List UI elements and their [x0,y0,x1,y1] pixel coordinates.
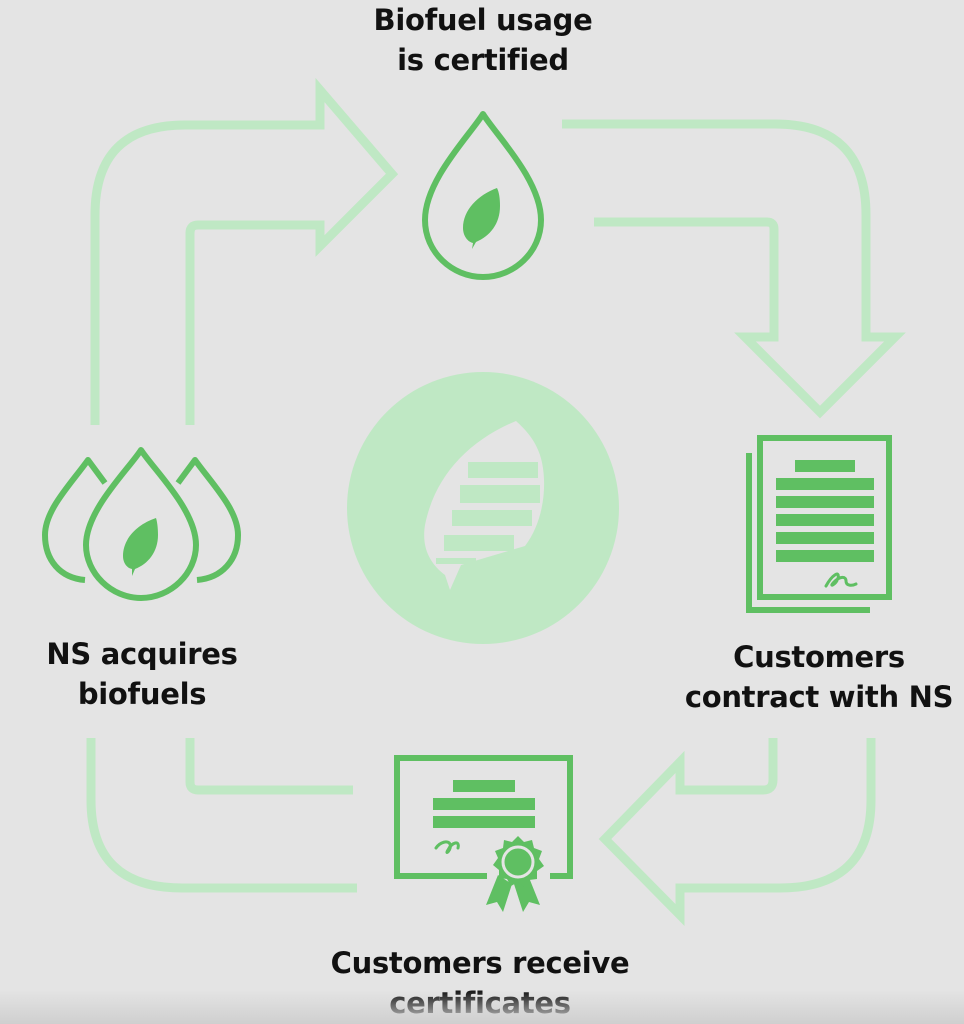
step-label-line: Customers [733,640,905,674]
certificate-ribbon-icon [394,755,573,912]
step-label-line: contract with NS [684,680,954,714]
step-label-line: is certified [397,43,569,77]
connector-bottom-left [86,738,357,893]
leaf-logo-icon [347,372,619,644]
three-drops-leaf-icon [42,447,241,601]
contract-document-icon [746,435,892,613]
step-label-certified: Biofuel usage is certified [330,0,636,80]
step-label-line: NS acquires [46,637,238,671]
step-label-acquire: NS acquires biofuels [20,634,264,714]
drop-leaf-icon [422,111,544,280]
arrow-down-right [562,119,906,419]
step-label-line: Biofuel usage [373,3,593,37]
step-label-line: biofuels [77,677,207,711]
bottom-shadow [0,990,964,1024]
arrow-right-top [90,77,399,425]
step-label-contract: Customers contract with NS [674,637,964,717]
step-label-line: Customers receive [330,946,630,980]
arrow-left-bottom [598,738,876,926]
